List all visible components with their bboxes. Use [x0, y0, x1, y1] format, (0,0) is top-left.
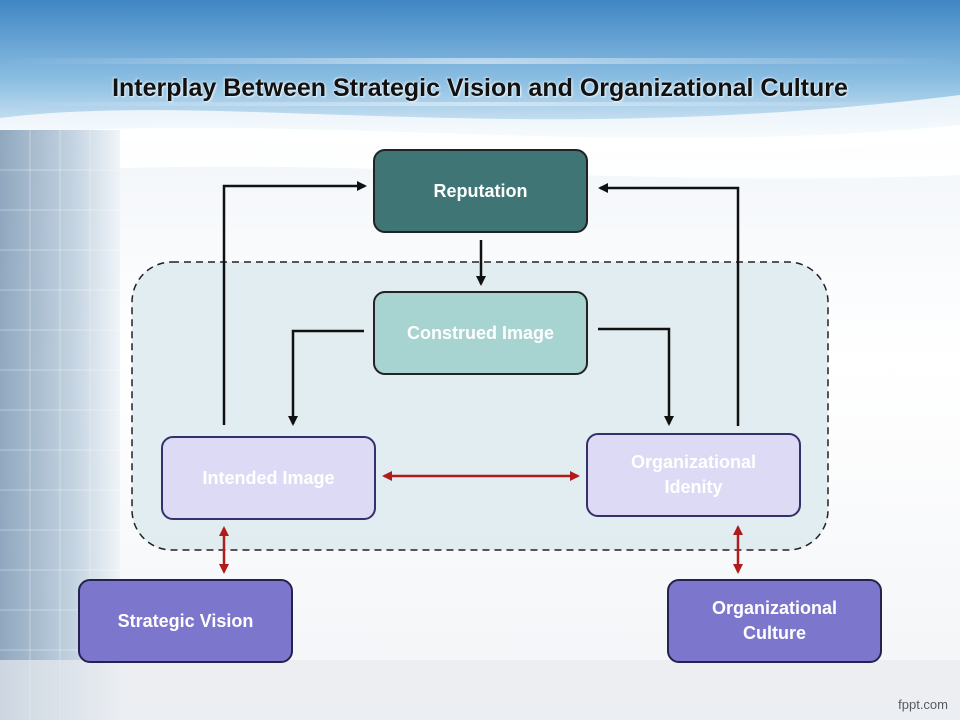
slide-title: Interplay Between Strategic Vision and O… [112, 74, 848, 102]
node-organizational-culture: Organizational Culture [667, 579, 882, 663]
arrow-construed-to-intended [288, 329, 364, 426]
node-strategic-vision: Strategic Vision [78, 579, 293, 663]
node-organizational-identity: Organizational Idenity [586, 433, 801, 517]
node-organizational-culture-line-2: Culture [743, 623, 806, 643]
arrow-intended-to-reputation [222, 181, 367, 425]
watermark-text: fppt.com [898, 697, 948, 712]
node-organizational-culture-line-1: Organizational [711, 598, 837, 618]
node-organizational-identity-line-2: Idenity [664, 477, 723, 497]
node-construed-image-label: Construed Image [406, 322, 555, 343]
node-strategic-vision-label: Strategic Vision [117, 610, 254, 631]
node-intended-image-label: Intended Image [202, 467, 335, 488]
arrow-construed-to-identity [598, 327, 674, 426]
node-intended-image: Intended Image [161, 436, 376, 520]
node-construed-image: Construed Image [373, 291, 588, 375]
node-reputation-label: Reputation [433, 180, 528, 201]
node-organizational-identity-line-1: Organizational [630, 452, 756, 472]
node-reputation: Reputation [373, 149, 588, 233]
arrow-identity-to-reputation [598, 183, 740, 426]
